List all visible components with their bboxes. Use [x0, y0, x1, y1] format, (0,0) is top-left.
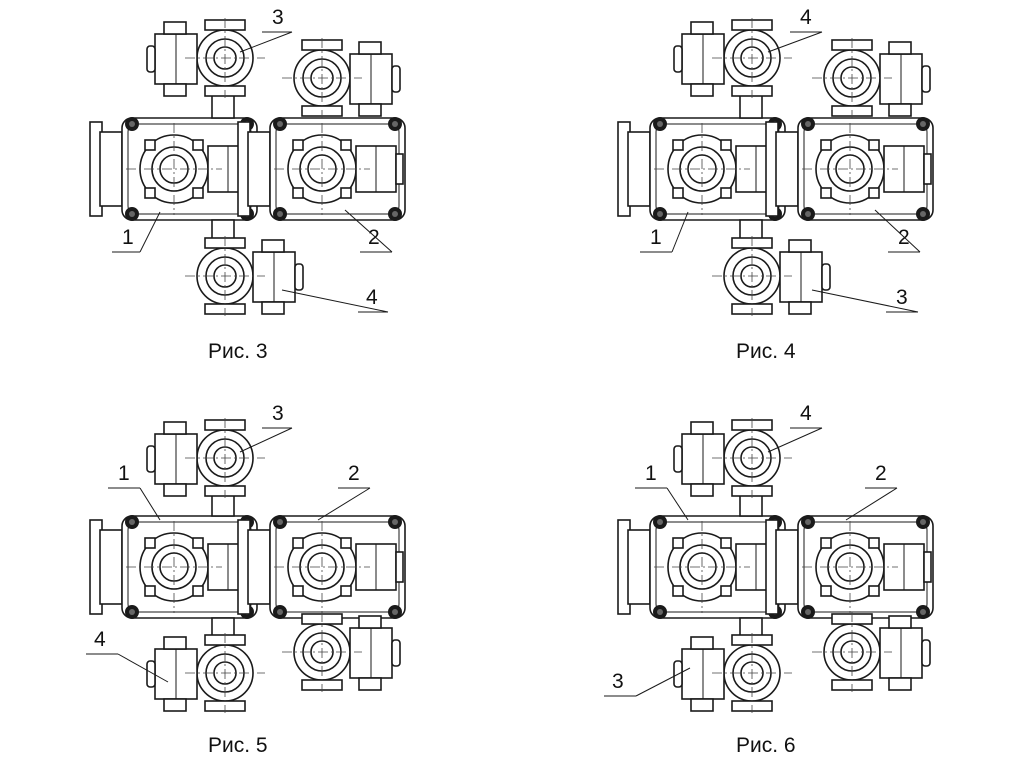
figure-caption: Рис. 5 — [208, 734, 268, 757]
callout-1-number: 1 — [122, 226, 134, 249]
callout-3: 3 — [886, 286, 918, 313]
callout-2-number: 2 — [368, 226, 380, 249]
valve-body-1 — [617, 117, 786, 221]
callout-4-number: 4 — [94, 628, 106, 651]
figure-caption: Рис. 3 — [208, 340, 268, 363]
callout-1: 1 — [112, 226, 140, 253]
valve-body-1 — [617, 515, 786, 619]
callout-1-number: 1 — [118, 462, 130, 485]
figure-caption: Рис. 6 — [736, 734, 796, 757]
unit-bottom-left — [673, 633, 792, 713]
callout-3-number: 3 — [272, 402, 284, 425]
callout-1-number: 1 — [650, 226, 662, 249]
callout-4: 4 — [358, 286, 388, 313]
unit-bottom-right — [282, 612, 401, 692]
unit-top-left — [673, 418, 792, 498]
unit-top-right — [282, 38, 401, 118]
callout-1: 1 — [108, 462, 140, 489]
callout-3: 3 — [262, 6, 292, 33]
callout-3-number: 3 — [896, 286, 908, 309]
callout-4: 4 — [86, 628, 118, 655]
valve-body-2 — [765, 515, 934, 619]
unit-top-right — [812, 38, 931, 118]
callout-1: 1 — [640, 226, 672, 253]
callout-4-number: 4 — [800, 402, 812, 425]
callout-4-number: 4 — [800, 6, 812, 29]
valve-body-1 — [89, 117, 258, 221]
callout-4: 4 — [790, 6, 822, 33]
unit-bottom-right — [812, 612, 931, 692]
unit-bottom-left — [185, 236, 304, 316]
unit-bottom-left — [712, 236, 831, 316]
valve-body-2 — [765, 117, 934, 221]
callout-4-number: 4 — [366, 286, 378, 309]
callout-3-number: 3 — [612, 670, 624, 693]
unit-top-left — [673, 18, 792, 98]
unit-top-left — [146, 418, 265, 498]
callout-1: 1 — [635, 462, 667, 489]
unit-bottom-left — [146, 633, 265, 713]
callout-2-number: 2 — [875, 462, 887, 485]
figure-caption: Рис. 4 — [736, 340, 796, 363]
valve-body-1 — [89, 515, 258, 619]
callout-1-number: 1 — [645, 462, 657, 485]
unit-top-left — [146, 18, 265, 98]
callout-2: 2 — [360, 226, 392, 253]
callout-2: 2 — [338, 462, 370, 489]
valve-body-2 — [237, 117, 406, 221]
callout-4: 4 — [790, 402, 822, 429]
valve-body-2 — [237, 515, 406, 619]
callout-3: 3 — [604, 670, 636, 697]
callout-2: 2 — [865, 462, 897, 489]
callout-3-number: 3 — [272, 6, 284, 29]
callout-3: 3 — [262, 402, 292, 429]
callout-2-number: 2 — [348, 462, 360, 485]
